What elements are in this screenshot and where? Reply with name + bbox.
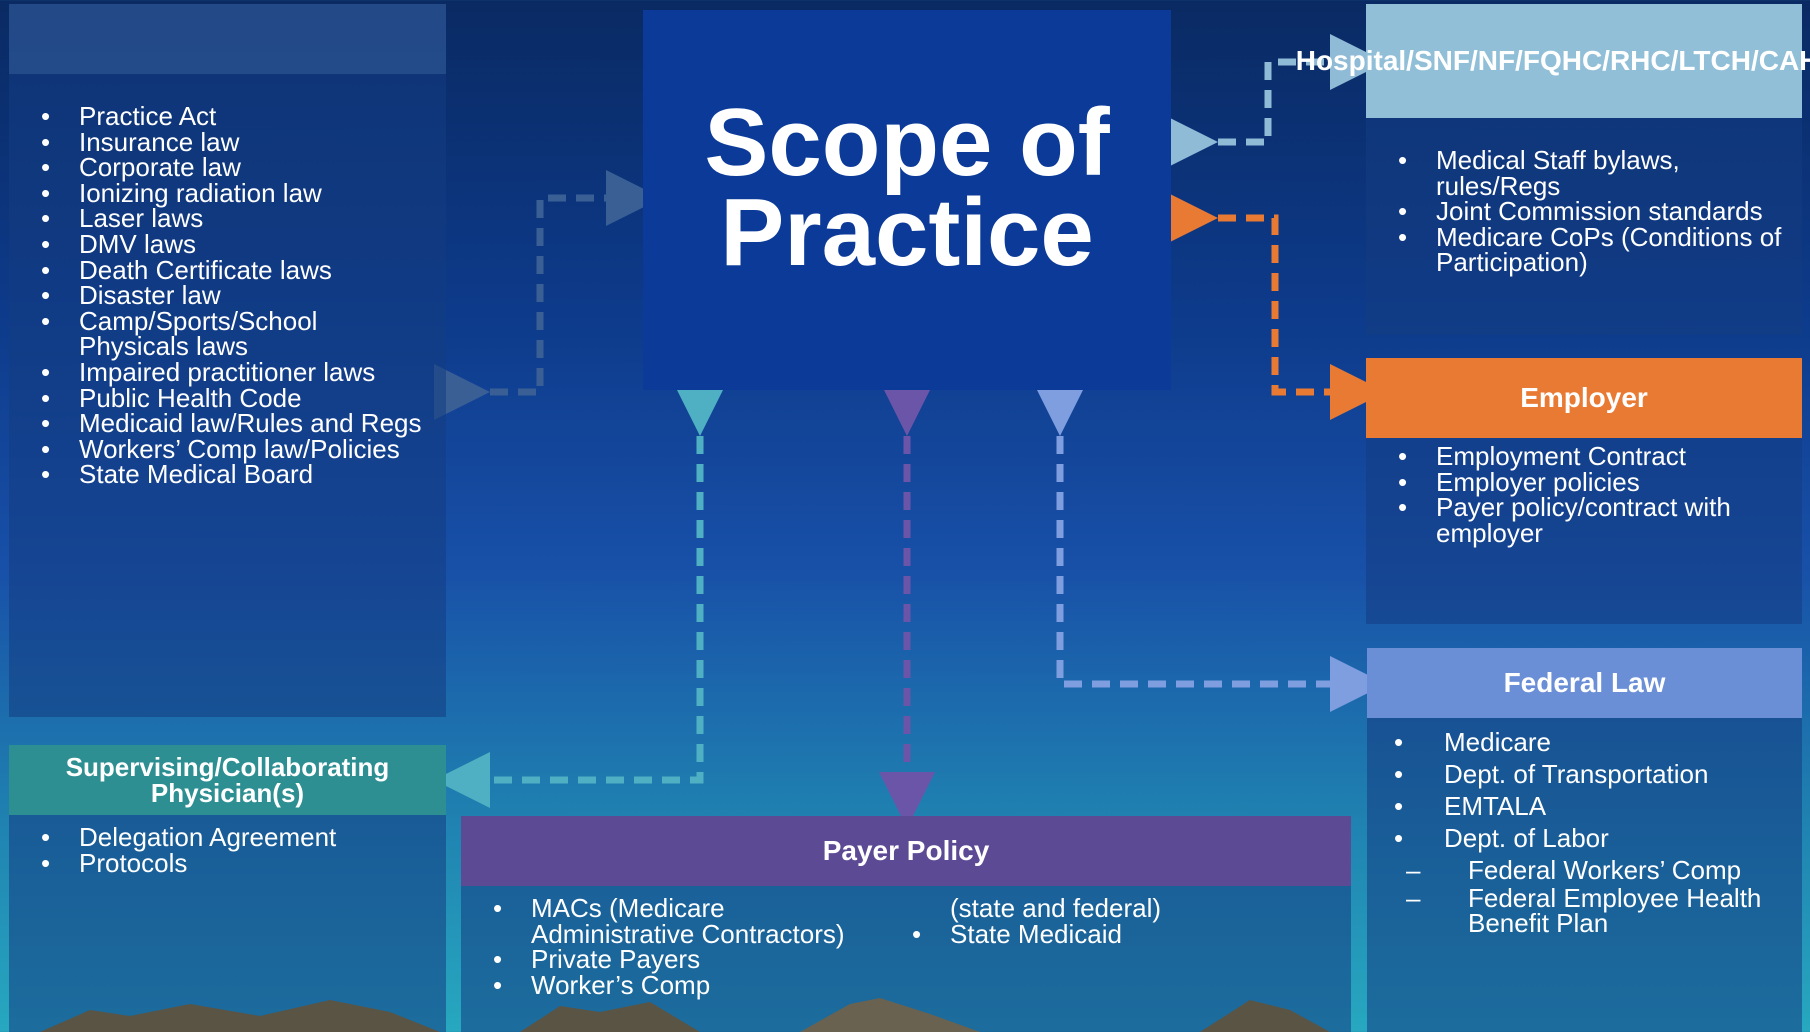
scope-of-practice-box: Scope of Practice: [643, 10, 1171, 390]
federal-law-panel: Federal Law •Medicare •Dept. of Transpor…: [1367, 648, 1802, 1032]
list-item: •Medicare: [1394, 727, 1551, 757]
list-item: •Payer policy/contract with employer: [1398, 492, 1731, 548]
list-item: •Protocols: [41, 847, 188, 878]
list-item: •Medicaid law/Rules and Regs: [41, 408, 422, 439]
page-title: Scope of Practice: [704, 89, 1110, 286]
state-law-connector: [434, 170, 662, 420]
federal-connector: [1032, 380, 1386, 712]
list-item: •Insurance law: [41, 126, 240, 157]
supervising-connector: [434, 380, 728, 808]
employer-panel: Employer •Employment Contract •Employer …: [1366, 358, 1802, 624]
list-item: •Joint Commission standards: [1398, 196, 1763, 227]
employer-header: Employer: [1366, 358, 1802, 438]
state-law-list: •Practice Act •Insurance law •Corporate …: [41, 101, 441, 490]
hospital-list: •Medical Staff bylaws, rules/Regs •Joint…: [1398, 145, 1793, 278]
list-item: •Medicare CoPs (Conditions of Participat…: [1398, 221, 1782, 278]
list-item: •Workers’ Comp law/Policies: [41, 433, 400, 464]
list-item: •Practice Act: [41, 101, 217, 131]
hospital-header: Hospital/SNF/NF/FQHC/RHC/LTCH/CAH/IRF: [1296, 4, 1810, 118]
list-item: •Worker’s Comp: [493, 969, 711, 1000]
payer-policy-list-left: •MACs (Medicare Administrative Contracto…: [493, 893, 873, 1000]
state-law-header: [9, 4, 446, 74]
payer-policy-header: Payer Policy: [461, 816, 1351, 886]
list-item: •Public Health Code: [41, 382, 302, 413]
list-item: •Dept. of Transportation: [1394, 759, 1709, 789]
list-item: •Laser laws: [41, 203, 204, 234]
federal-law-list: •Medicare •Dept. of Transportation •EMTA…: [1394, 726, 1794, 936]
mountain-silhouette: [40, 998, 1330, 1032]
sub-list-item: –Federal Workers’ Comp: [1406, 855, 1742, 885]
list-item: •Corporate law: [41, 152, 241, 183]
sub-list-item: –Federal Employee Health Benefit Plan: [1406, 883, 1762, 938]
list-item: •Impaired practitioner laws: [41, 356, 376, 387]
payer-policy-panel: Payer Policy •MACs (Medicare Administrat…: [461, 816, 1351, 1032]
list-item: •Delegation Agreement: [41, 822, 337, 852]
employer-list: •Employment Contract •Employer policies …: [1398, 441, 1793, 548]
hospital-panel: Hospital/SNF/NF/FQHC/RHC/LTCH/CAH/IRF •M…: [1296, 4, 1810, 335]
supervising-header: Supervising/Collaborating Physician(s): [9, 745, 446, 815]
payer-policy-list-right: •State Medicaid: [912, 918, 1312, 949]
hospital-connector: [1162, 34, 1386, 170]
list-item: •EMTALA: [1394, 791, 1547, 821]
supervising-panel: Supervising/Collaborating Physician(s) •…: [9, 745, 446, 1032]
list-item: •Death Certificate laws: [41, 254, 332, 285]
list-item: •Camp/Sports/School Physicals laws: [41, 305, 318, 362]
list-item: •Private Payers: [493, 944, 701, 975]
list-item: •MACs (Medicare Administrative Contracto…: [493, 893, 845, 949]
payer-continuation: (state and federal): [950, 893, 1162, 923]
list-item: •State Medicaid: [912, 918, 1122, 949]
list-item: •Ionizing radiation law: [41, 177, 322, 208]
supervising-list: •Delegation Agreement •Protocols: [41, 822, 441, 878]
list-item: •DMV laws: [41, 228, 197, 259]
list-item: •Dept. of Labor: [1394, 823, 1609, 853]
federal-law-header: Federal Law: [1367, 648, 1802, 718]
employer-connector: [1162, 190, 1386, 420]
list-item: •Employment Contract: [1398, 441, 1686, 471]
state-law-panel: •Practice Act •Insurance law •Corporate …: [9, 4, 446, 717]
list-item: •Medical Staff bylaws, rules/Regs: [1398, 145, 1680, 201]
list-item: •State Medical Board: [41, 459, 314, 490]
list-item: •Employer policies: [1398, 466, 1640, 497]
list-item: •Disaster law: [41, 280, 221, 311]
